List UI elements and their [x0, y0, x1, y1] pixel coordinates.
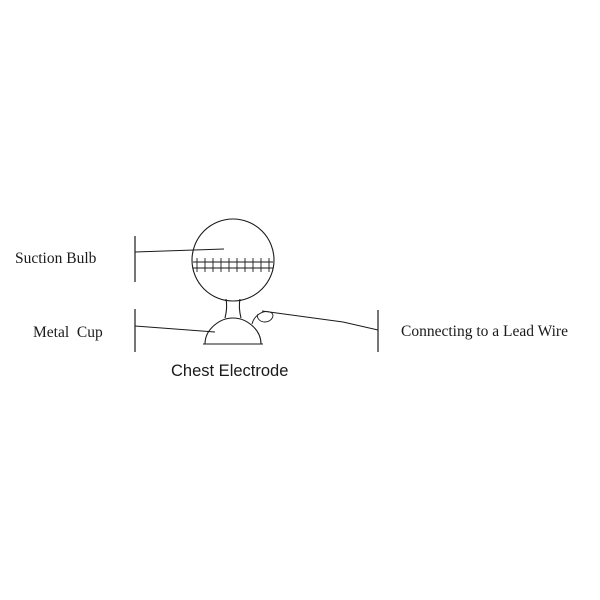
metal-cup-shape — [203, 317, 263, 345]
bulb-outline — [191, 218, 275, 302]
suction-bulb-shape — [191, 218, 275, 302]
bulb-band-ticks — [196, 258, 270, 272]
suction-bulb-label: Suction Bulb — [15, 250, 97, 267]
suction-bulb-leader — [134, 248, 225, 253]
diagram-caption: Chest Electrode — [171, 362, 288, 380]
lead-wire-label: Connecting to a Lead Wire — [401, 323, 568, 340]
lead-wire-leader — [261, 310, 379, 331]
wire-hook-icon — [251, 311, 274, 325]
metal-cup-label: Metal Cup — [33, 324, 103, 341]
metal-cup-leader — [134, 325, 216, 333]
bulb-neck — [224, 298, 242, 319]
